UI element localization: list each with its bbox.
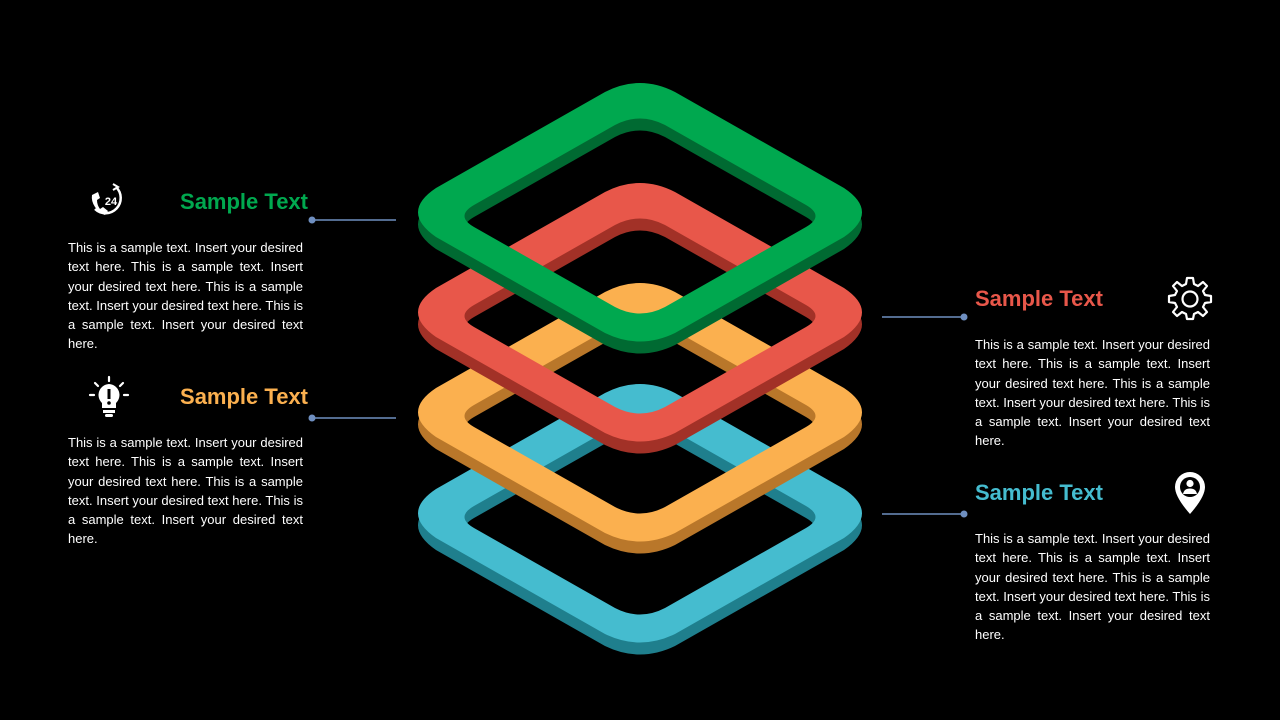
connector-blue [882, 510, 968, 518]
phone-24-label: 24 [105, 196, 118, 208]
block-title-green: Sample Text [180, 189, 308, 214]
location-pin-person-icon [1175, 472, 1205, 514]
text-block-blue: Sample Text This is a sample text. Inser… [975, 471, 1215, 645]
block-text-red: This is a sample text. Insert your desir… [975, 337, 1210, 449]
phone-24-icon: 24 [91, 183, 122, 215]
connector-red [882, 313, 968, 321]
block-title-red: Sample Text [975, 286, 1103, 311]
connector-orange [308, 414, 396, 422]
block-header: Sample Text [68, 375, 308, 419]
lightbulb-icon [88, 375, 130, 417]
text-block-green: 24 Sample Text This is a sample text. In… [68, 180, 308, 354]
block-header: 24 Sample Text [68, 180, 308, 224]
gear-icon [1167, 276, 1213, 321]
block-text-green: This is a sample text. Insert your desir… [68, 240, 303, 352]
block-header: Sample Text [975, 471, 1215, 515]
block-header: Sample Text [975, 276, 1215, 321]
text-block-orange: Sample Text This is a sample text. Inser… [68, 375, 308, 549]
connector-green [308, 216, 396, 224]
block-title-blue: Sample Text [975, 480, 1103, 505]
block-title-orange: Sample Text [180, 384, 308, 409]
block-text-orange: This is a sample text. Insert your desir… [68, 435, 303, 547]
block-text-blue: This is a sample text. Insert your desir… [975, 531, 1210, 643]
layer-ring-green [418, 83, 862, 354]
text-block-red: Sample Text This is a sample text. Inser… [975, 276, 1215, 451]
